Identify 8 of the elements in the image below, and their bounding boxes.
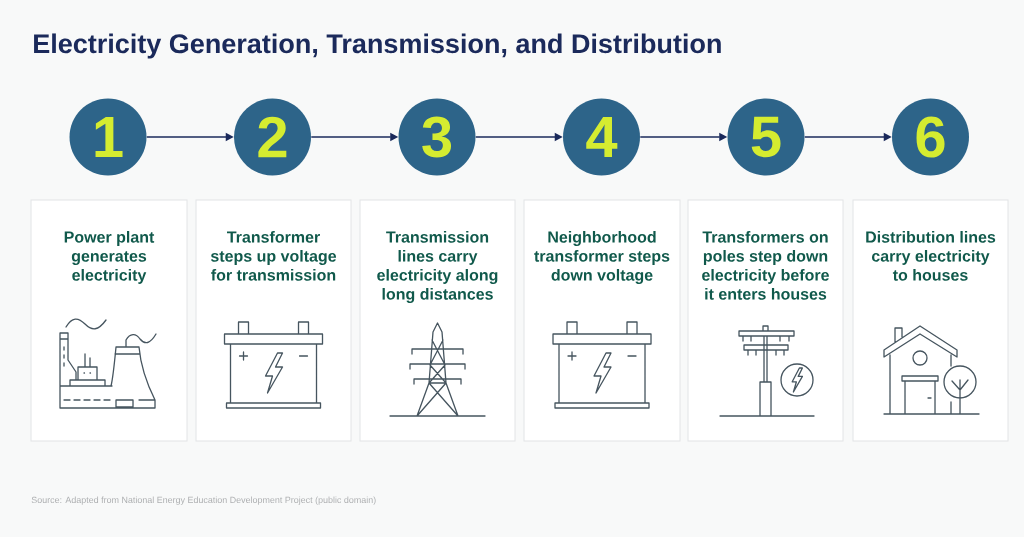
source-note: Source: Adapted from National Energy Education Development Project (public domain) bbox=[31, 496, 376, 505]
step-card: Transformer steps up voltage for transmission bbox=[195, 199, 352, 442]
step-card: Neighborhood transformer steps down voltage bbox=[523, 199, 681, 442]
step-card: Distribution lines carry electricity to houses bbox=[852, 199, 1009, 442]
step-card: Power plant generates electricity bbox=[30, 199, 188, 442]
title: Electricity Generation, Transmission, and Distribution bbox=[34, 33, 721, 59]
step-card: Transmission lines carry electricity along long distances bbox=[359, 199, 516, 442]
step-card: Transformers on poles step down electricity before it enters houses bbox=[687, 199, 844, 442]
